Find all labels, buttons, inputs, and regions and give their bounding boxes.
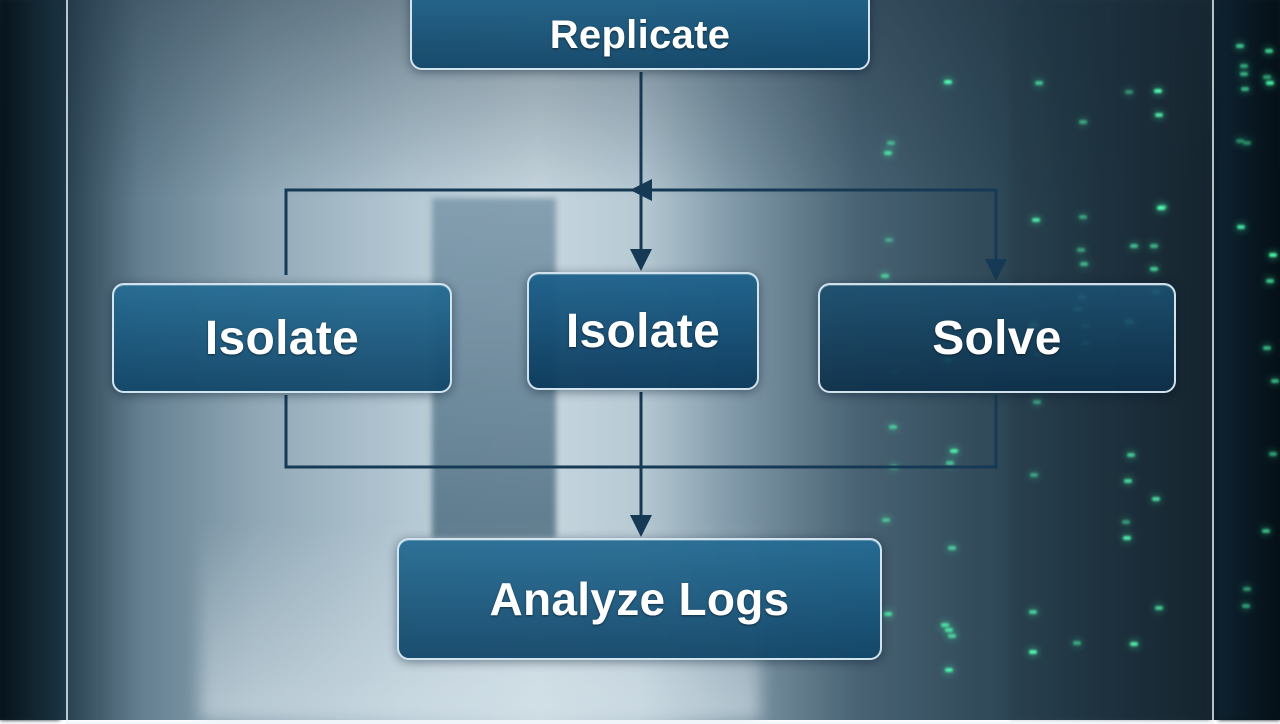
server-led [1030, 473, 1038, 477]
server-led [1265, 49, 1273, 53]
server-led [1266, 81, 1274, 85]
server-led [1242, 604, 1250, 608]
server-led [1079, 120, 1087, 124]
server-led [1271, 379, 1279, 383]
node-analyze-logs-label: Analyze Logs [489, 573, 790, 625]
node-solve[interactable]: Solve [818, 283, 1176, 393]
node-analyze-logs[interactable]: Analyze Logs [397, 538, 882, 660]
server-led [1130, 244, 1138, 248]
server-led [948, 546, 956, 550]
server-led [1159, 205, 1167, 209]
node-replicate-label: Replicate [549, 12, 731, 57]
server-led [1236, 139, 1244, 143]
server-led [1035, 81, 1043, 85]
server-led [1266, 279, 1274, 283]
server-led [884, 151, 892, 155]
edge-top-to-left [284, 179, 652, 275]
node-isolate-middle-label: Isolate [565, 304, 721, 358]
server-led [1033, 400, 1041, 404]
server-led [884, 612, 892, 616]
server-led [946, 461, 954, 465]
server-led [1127, 453, 1135, 457]
edge-right-to-bottom [641, 395, 998, 469]
server-led [1077, 248, 1085, 252]
server-led [1080, 262, 1088, 266]
node-isolate-left[interactable]: Isolate [112, 283, 452, 393]
server-led [1125, 90, 1133, 94]
server-led [1155, 606, 1163, 610]
server-led [1150, 267, 1158, 271]
server-led [1243, 587, 1251, 591]
server-led [889, 425, 897, 429]
server-led [950, 449, 958, 453]
server-led [1241, 87, 1249, 91]
server-led [944, 80, 952, 84]
server-led [1155, 113, 1163, 117]
server-led [1243, 141, 1251, 145]
server-led [1130, 642, 1138, 646]
server-led [882, 518, 890, 522]
node-isolate-middle[interactable]: Isolate [527, 272, 759, 390]
server-led [881, 274, 889, 278]
server-led [1154, 89, 1162, 93]
edge-left-to-bottom [284, 395, 641, 469]
node-replicate[interactable]: Replicate [410, 0, 870, 70]
server-led [1236, 44, 1244, 48]
server-led [1123, 536, 1131, 540]
server-rack-left [0, 0, 60, 720]
server-led [1124, 479, 1132, 483]
server-led [1240, 64, 1248, 68]
node-solve-label: Solve [932, 311, 1062, 365]
server-rack-right [1218, 0, 1280, 720]
server-led [885, 238, 893, 242]
server-led [941, 623, 949, 627]
server-led [1029, 650, 1037, 654]
server-led [1032, 218, 1040, 222]
node-isolate-left-label: Isolate [204, 311, 360, 365]
server-led [1073, 641, 1081, 645]
server-led [1079, 215, 1087, 219]
server-led [1263, 346, 1271, 350]
server-led [945, 668, 953, 672]
edge-top-to-right [641, 188, 1007, 281]
server-led [1152, 497, 1160, 501]
server-led [1122, 520, 1130, 524]
server-led [1263, 75, 1271, 79]
server-led [1262, 529, 1270, 533]
server-led [1157, 206, 1165, 210]
server-led [1150, 244, 1158, 248]
server-led [945, 628, 953, 632]
server-led [948, 634, 956, 638]
server-led [1029, 610, 1037, 614]
server-led [1269, 452, 1277, 456]
server-led [1269, 253, 1277, 257]
server-led [1240, 72, 1248, 76]
server-led [1237, 225, 1245, 229]
server-led [887, 141, 895, 145]
